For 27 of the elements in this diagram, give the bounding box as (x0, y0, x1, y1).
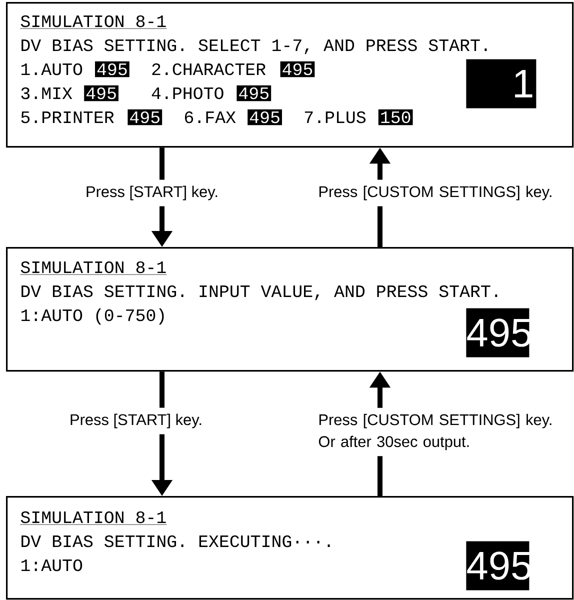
screen-text: 1:AUTO (0-750) (21, 308, 164, 325)
screen-text: DV BIAS SETTING. INPUT VALUE, AND PRESS START. (22, 285, 498, 300)
screen-heading: SIMULATION 8-1 (20, 15, 167, 29)
value-highlight: 495 (248, 109, 282, 126)
screen-text: DV BIAS SETTING. EXECUTING···. (22, 535, 330, 548)
value-highlight: 495 (84, 85, 118, 102)
edge-label: Press [CUSTOM SETTINGS] key. Or after 30sec output. (318, 414, 552, 450)
menu-item: 1.AUTO (21, 63, 82, 76)
screen-text: 1:AUTO (21, 559, 82, 572)
menu-item: 4.PHOTO (152, 87, 224, 100)
value-highlight: 495 (280, 61, 315, 78)
screen-heading: SIMULATION 8-1 (20, 511, 167, 525)
screen-heading: SIMULATION 8-1 (20, 261, 167, 275)
menu-item: 2.CHARACTER (152, 63, 266, 76)
value-highlight: 495 (236, 85, 272, 102)
menu-item: 5.PRINTER (21, 112, 114, 124)
value-highlight: 495 (95, 61, 130, 78)
edge-label: Press [START] key. (86, 186, 218, 200)
value-highlight: 150 (378, 109, 413, 126)
value-highlight: 495 (128, 109, 162, 126)
value-display: 1 (466, 59, 536, 108)
edge-label: Press [CUSTOM SETTINGS] key. (319, 186, 552, 200)
menu-item: 3.MIX (21, 87, 72, 100)
menu-item: 7.PLUS (304, 111, 366, 124)
screen-text: DV BIAS SETTING. SELECT 1-7, AND PRESS START. (22, 39, 487, 54)
menu-item: 6.FAX (184, 111, 236, 124)
edge-label: Press [START] key. (70, 414, 202, 428)
